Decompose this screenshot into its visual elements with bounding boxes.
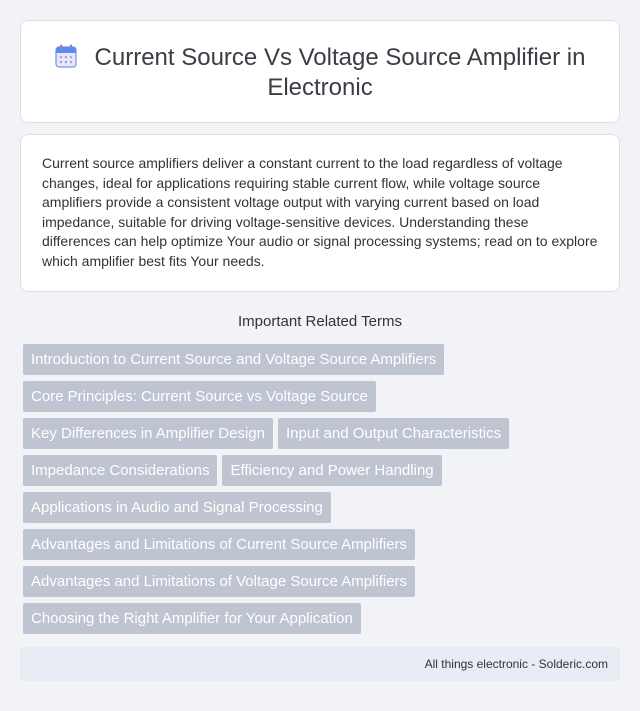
related-term-tag[interactable]: Introduction to Current Source and Volta… bbox=[23, 344, 445, 375]
title-card: Current Source Vs Voltage Source Amplifi… bbox=[20, 20, 620, 123]
related-terms-heading: Important Related Terms bbox=[238, 313, 402, 330]
description-card: Current source amplifiers deliver a cons… bbox=[20, 134, 620, 292]
related-term-tag[interactable]: Efficiency and Power Handling bbox=[222, 455, 442, 486]
related-term-tag[interactable]: Key Differences in Amplifier Design bbox=[23, 418, 273, 449]
related-term-tag[interactable]: Core Principles: Current Source vs Volta… bbox=[23, 381, 376, 412]
related-term-tag[interactable]: Advantages and Limitations of Current So… bbox=[23, 529, 416, 560]
related-terms-list: Introduction to Current Source and Volta… bbox=[23, 344, 623, 640]
related-term-tag[interactable]: Applications in Audio and Signal Process… bbox=[23, 492, 331, 523]
page-title-text: Current Source Vs Voltage Source Amplifi… bbox=[94, 44, 586, 101]
footer-text: All things electronic - Solderic.com bbox=[424, 657, 608, 671]
footer: All things electronic - Solderic.com bbox=[20, 647, 620, 681]
calendar-icon bbox=[54, 44, 77, 68]
related-term-tag[interactable]: Choosing the Right Amplifier for Your Ap… bbox=[23, 603, 361, 634]
page-title: Current Source Vs Voltage Source Amplifi… bbox=[21, 43, 619, 103]
related-term-tag[interactable]: Impedance Considerations bbox=[23, 455, 218, 486]
related-term-tag[interactable]: Input and Output Characteristics bbox=[278, 418, 510, 449]
related-term-tag[interactable]: Advantages and Limitations of Voltage So… bbox=[23, 566, 416, 597]
description-text: Current source amplifiers deliver a cons… bbox=[42, 155, 598, 269]
